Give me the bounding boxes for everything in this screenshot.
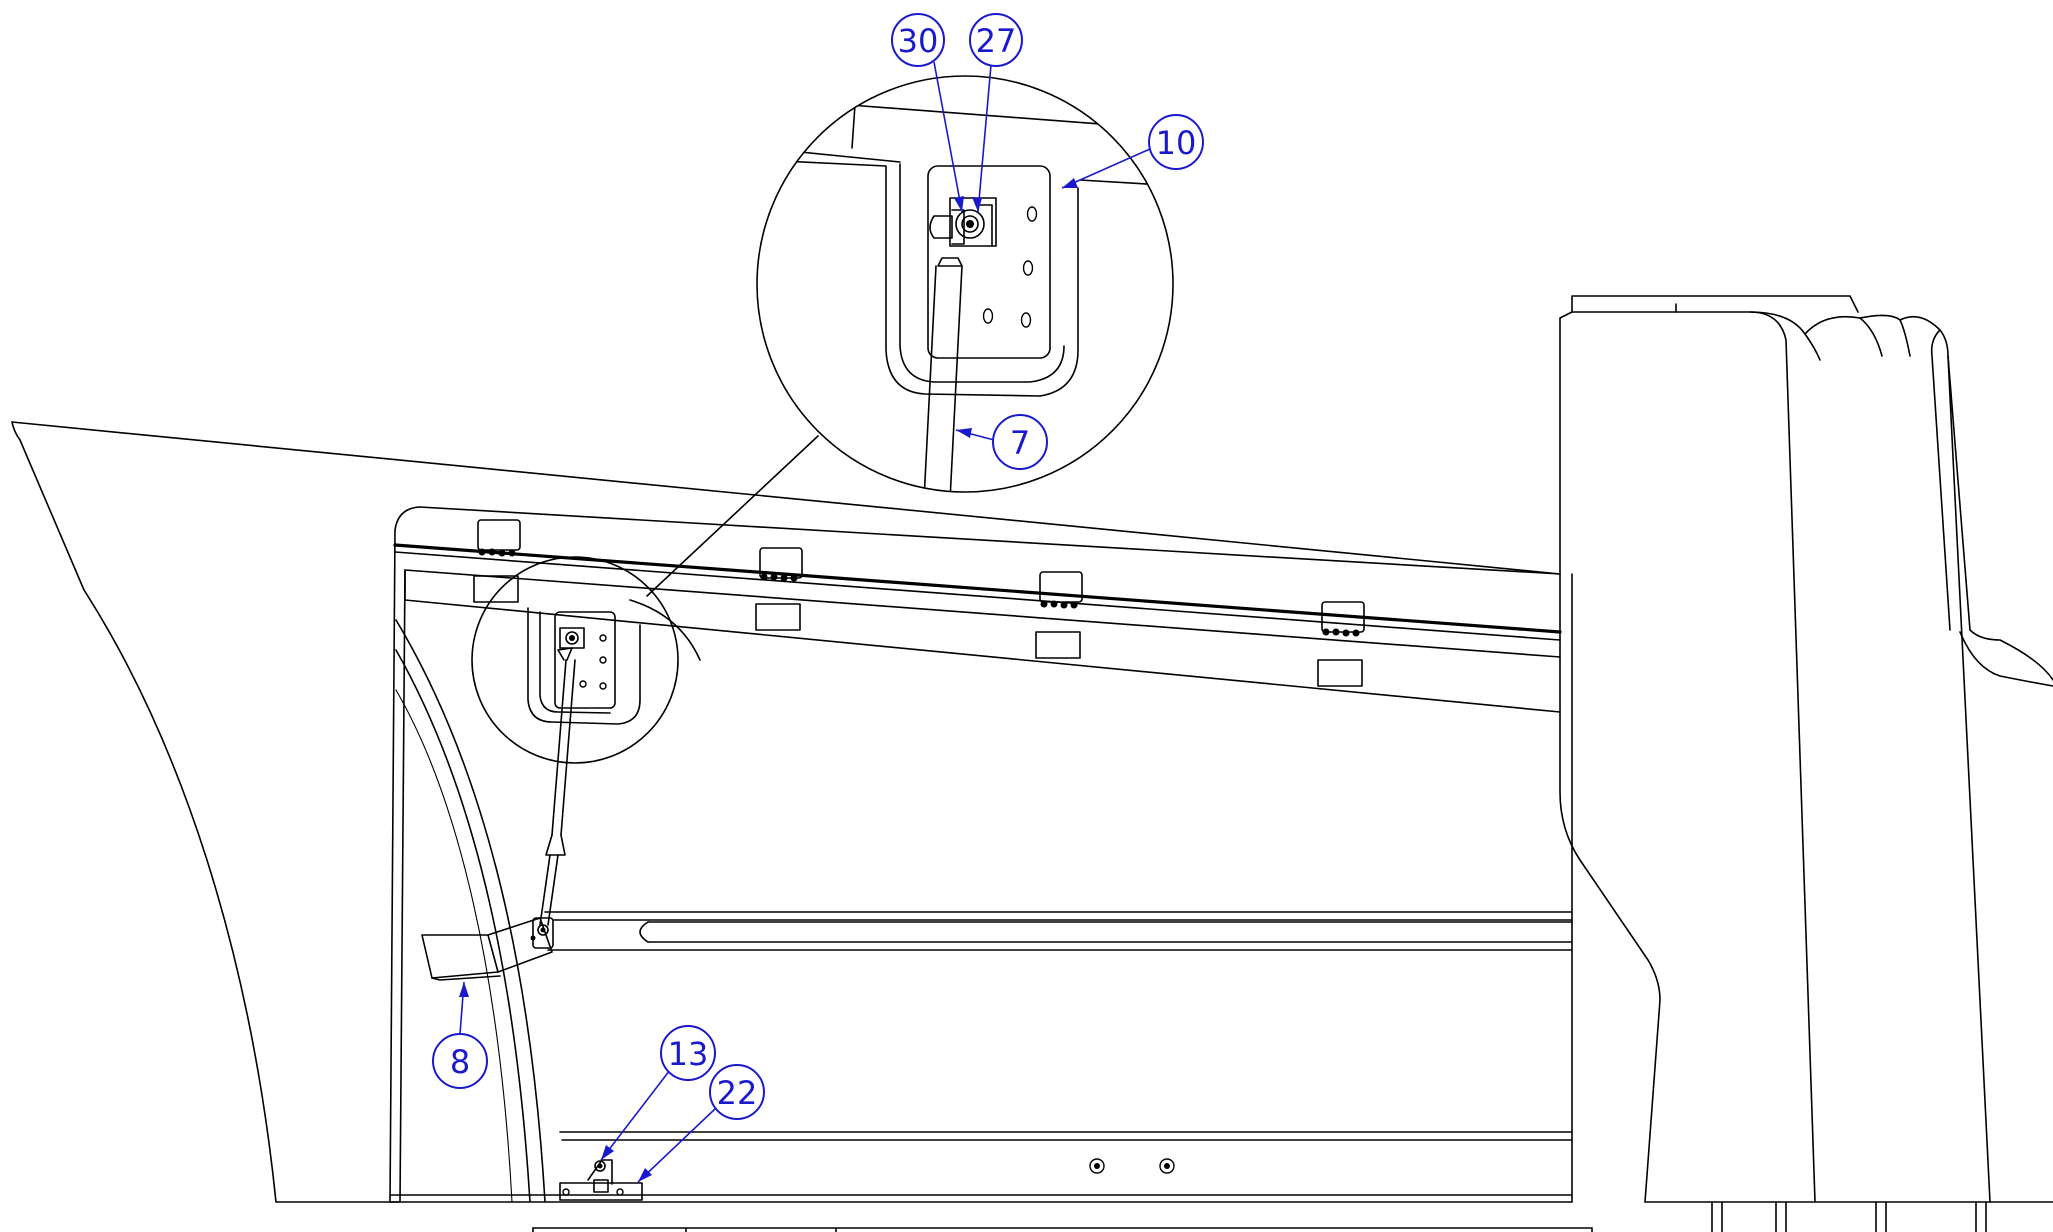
balloon-label-8: 8 (450, 1043, 470, 1081)
rail-clamps (473, 519, 1365, 687)
rail-clamp (1317, 601, 1365, 687)
balloon-circle-27 (969, 13, 1023, 67)
leader-line-22 (637, 1107, 717, 1183)
leader-line-27 (977, 64, 992, 213)
balloon-30: 30 (891, 13, 964, 213)
balloon-10: 10 (1061, 114, 1204, 189)
arrowhead-8 (459, 982, 469, 997)
balloon-7: 7 (955, 414, 1048, 470)
arrowhead-7 (956, 428, 972, 438)
balloon-27: 27 (969, 13, 1023, 213)
balloon-callouts: 30 27 10 7 8 (432, 13, 1204, 1183)
detail-view-small (471, 435, 819, 764)
lower-arm-bracket (421, 917, 554, 981)
rail-clamp (755, 547, 803, 631)
leader-line-30 (933, 61, 963, 213)
bed-frame (389, 506, 1573, 1203)
balloon-circle-30 (891, 13, 945, 67)
balloon-label-27: 27 (976, 22, 1017, 60)
rail-clamp (473, 519, 521, 603)
arrowhead-10 (1062, 178, 1078, 188)
balloon-circle-22 (709, 1064, 765, 1120)
arrowhead-27 (972, 197, 982, 212)
arrowhead-13 (601, 1145, 614, 1160)
arrowhead-30 (954, 196, 964, 212)
balloon-circle-10 (1148, 114, 1204, 170)
rail-clamp (1035, 571, 1083, 659)
balloon-13: 13 (600, 1025, 716, 1161)
balloon-circle-8 (432, 1033, 488, 1089)
detail-view-large (756, 75, 1174, 493)
balloon-circle-7 (992, 414, 1048, 470)
gas-spring-assembly (539, 647, 576, 926)
balloon-label-30: 30 (898, 22, 939, 60)
balloon-label-10: 10 (1156, 124, 1197, 162)
title-block-edge (532, 1227, 1593, 1232)
leader-line-13 (600, 1069, 671, 1161)
body-side-panel (11, 421, 1561, 1203)
balloon-8: 8 (432, 981, 488, 1089)
arrowhead-22 (638, 1168, 652, 1182)
balloon-circle-13 (660, 1025, 716, 1081)
balloon-22: 22 (637, 1064, 765, 1183)
lower-hinge-assembly (559, 1159, 643, 1201)
balloon-label-22: 22 (717, 1074, 758, 1112)
cab-structure (1559, 295, 2053, 1232)
balloon-label-7: 7 (1010, 424, 1030, 462)
balloon-label-13: 13 (668, 1035, 709, 1073)
leader-line-10 (1061, 148, 1151, 189)
